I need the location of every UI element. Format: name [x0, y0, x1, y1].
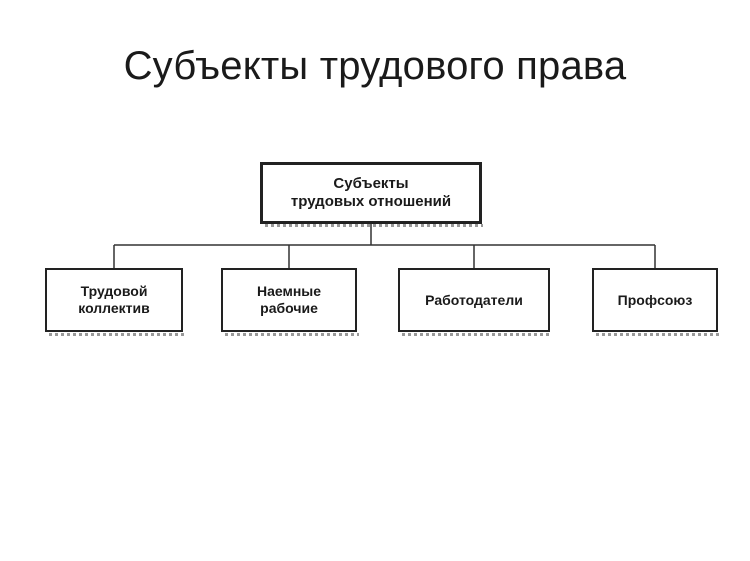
child-node-employers: Работодатели [398, 268, 552, 336]
child-node-trade-union: Профсоюз [592, 268, 720, 336]
slide-title: Субъекты трудового права [123, 44, 627, 88]
child-node-labor-collective: Трудовой коллектив [45, 268, 185, 336]
child-node-hired-workers: Наемные рабочие [221, 268, 359, 336]
root-node: Субъекты трудовых отношений [260, 162, 483, 227]
